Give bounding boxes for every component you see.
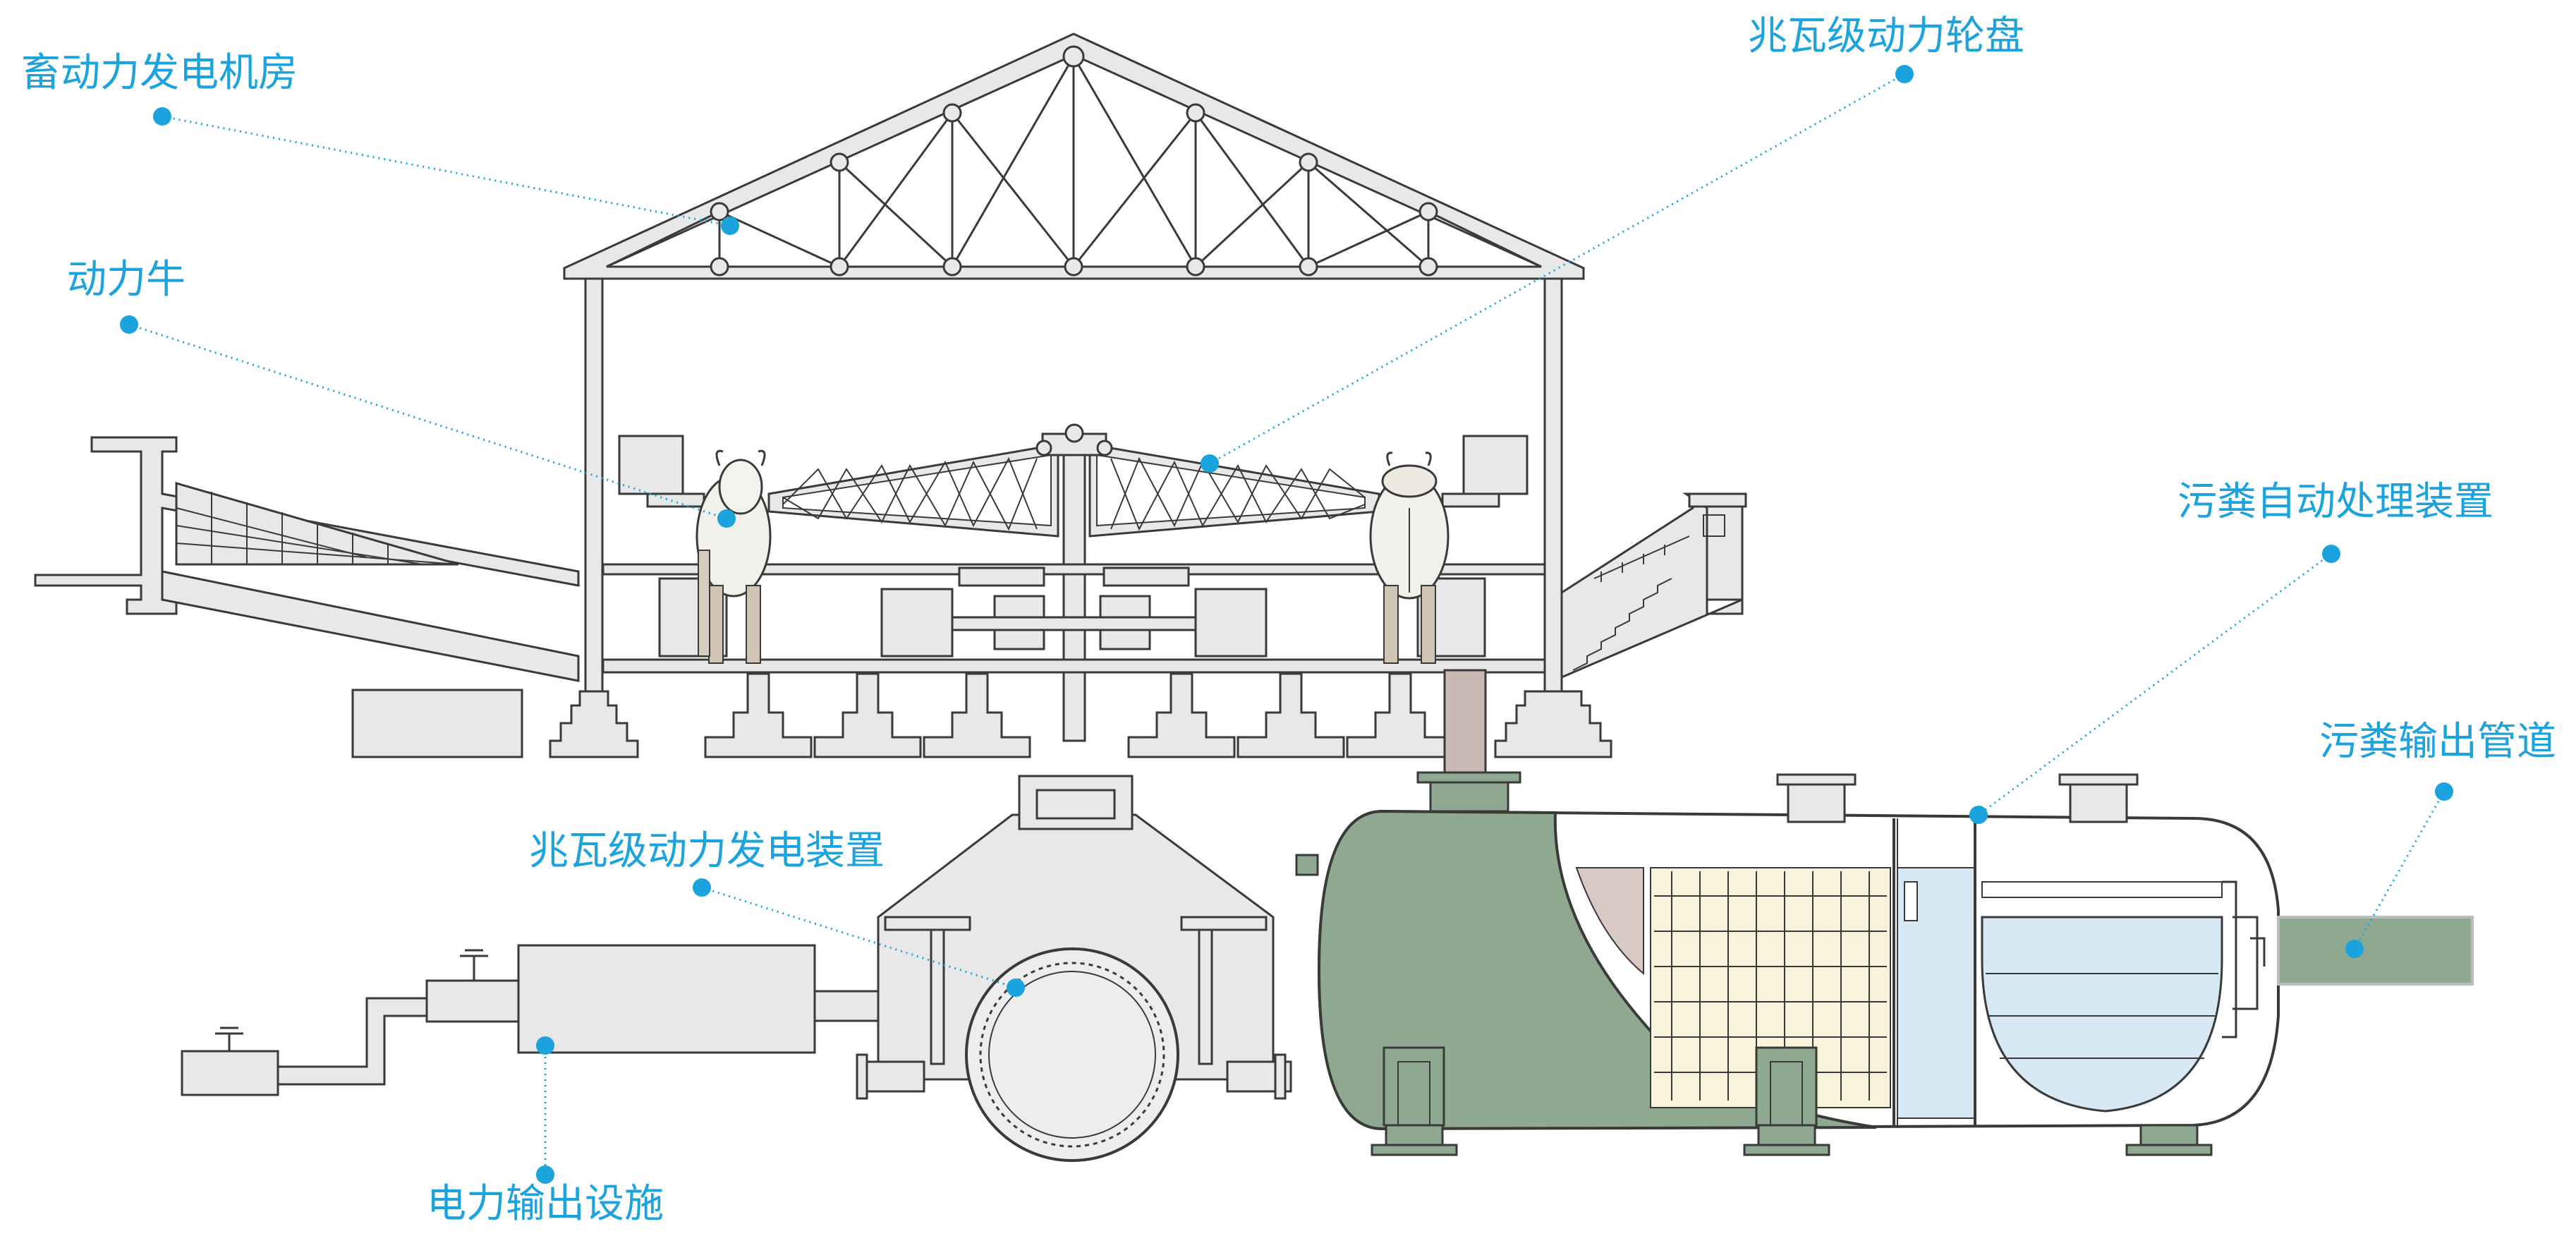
labels: 畜动力发电机房 动力牛 兆瓦级动力轮盘 污粪自动处理装置 污粪输出管道 兆瓦级动… [21,13,2556,1227]
small-output-box [181,1050,279,1096]
label-power-cow: 动力牛 [67,257,186,303]
waste-treatment-tank [1295,771,2474,1156]
footings [549,672,1612,758]
left-block [351,689,523,758]
generator-device [181,775,1292,1162]
power-wheel-arms [767,423,1380,538]
left-column [584,277,604,693]
tank-shell [1317,809,1877,1131]
label-generator-house: 畜动力发电机房 [21,50,298,96]
label-power-output: 电力输出设施 [427,1181,664,1227]
left-ramp [34,436,580,682]
center-shaft [1062,436,1086,742]
main-floor [602,658,1546,674]
right-column [1543,277,1563,693]
label-megawatt-wheel: 兆瓦级动力轮盘 [1748,13,2024,59]
right-control-box [1462,435,1529,495]
right-stairs [1560,492,1747,679]
label-waste-pipe: 污粪输出管道 [2319,719,2556,765]
right-cow [1369,452,1450,664]
power-output-box [517,944,816,1054]
upper-floor [602,563,1546,576]
leader-lines [120,65,2453,1184]
label-waste-device: 污粪自动处理装置 [2177,479,2493,525]
manure-chute [1443,669,1487,777]
label-megawatt-generator: 兆瓦级动力发电装置 [529,828,885,874]
roof-truss [563,32,1585,280]
left-control-box [618,435,684,495]
tank-legs [1371,1046,2213,1156]
waste-output-pipe-shape [2277,916,2474,986]
generator-house [34,32,1747,777]
left-cow [695,449,772,664]
